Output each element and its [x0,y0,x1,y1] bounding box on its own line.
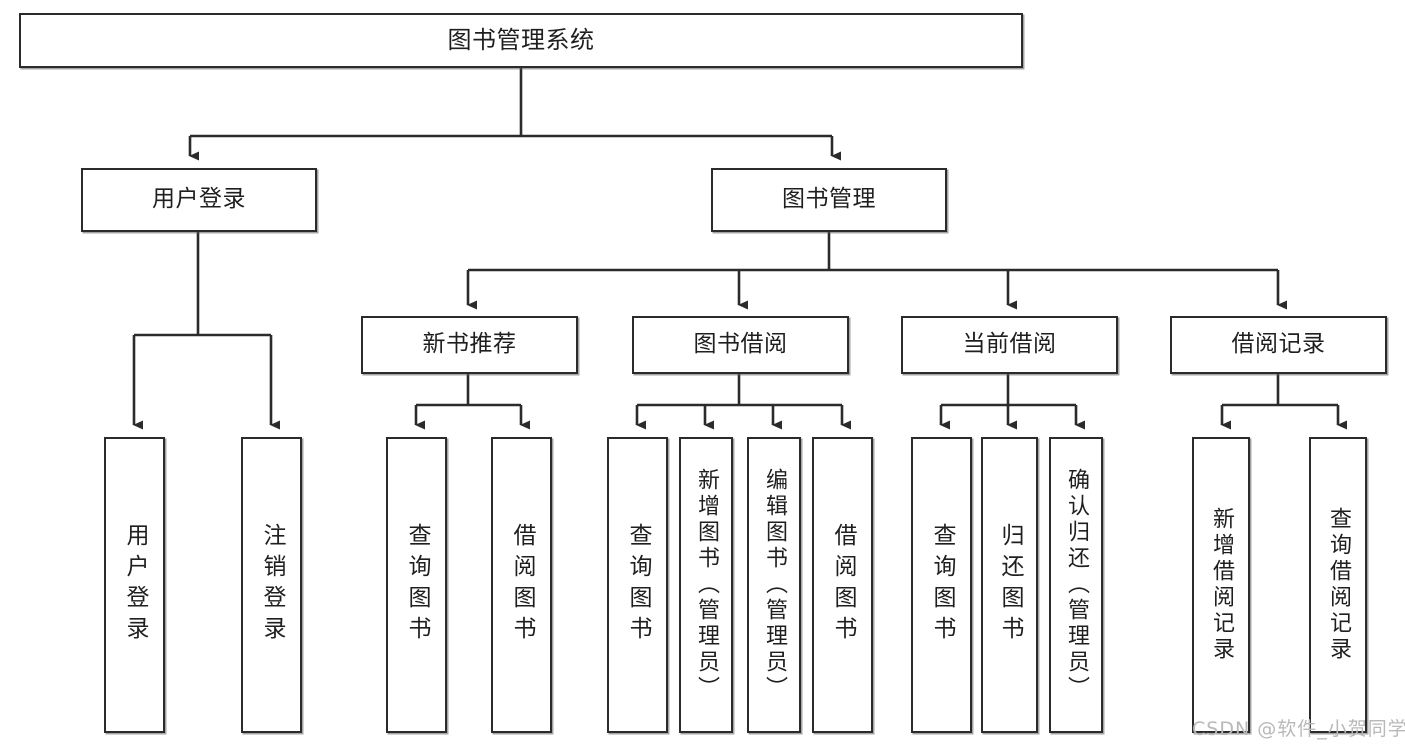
node-user-login[interactable]: 用户登录 [81,168,317,232]
node-leaf-add-book[interactable]: 新增图书（管理员） [679,437,733,733]
node-book-borrow[interactable]: 图书借阅 [632,316,849,374]
node-label: 借阅记录 [1231,331,1326,358]
node-leaf-user-login[interactable]: 用户登录 [104,437,165,733]
node-label: 查询图书 [404,523,430,647]
node-label: 用户登录 [122,523,148,647]
node-label: 查询图书 [625,523,651,647]
node-book-management[interactable]: 图书管理 [711,168,947,232]
node-label: 归还图书 [997,523,1023,647]
node-leaf-return-book[interactable]: 归还图书 [981,437,1038,733]
node-label: 查询借阅记录 [1326,507,1351,663]
node-label: 图书管理系统 [447,26,595,55]
node-new-book-recommend[interactable]: 新书推荐 [361,316,578,374]
node-label: 查询图书 [929,523,955,647]
node-leaf-edit-book[interactable]: 编辑图书（管理员） [747,437,801,733]
node-leaf-query-book-1[interactable]: 查询图书 [386,437,447,733]
node-label: 图书管理 [782,186,876,213]
node-leaf-logout-login[interactable]: 注销登录 [241,437,302,733]
node-label: 当前借阅 [962,331,1057,358]
node-label: 确认归还（管理员） [1064,468,1089,702]
node-label: 新增图书（管理员） [694,468,719,702]
node-leaf-confirm-return[interactable]: 确认归还（管理员） [1049,437,1103,733]
node-label: 借阅图书 [830,523,856,647]
node-leaf-query-book-3[interactable]: 查询图书 [911,437,972,733]
node-borrow-record[interactable]: 借阅记录 [1170,316,1387,374]
node-leaf-query-record[interactable]: 查询借阅记录 [1309,437,1367,733]
node-label: 新书推荐 [422,331,517,358]
node-label: 编辑图书（管理员） [762,468,787,702]
node-root-book-management-system[interactable]: 图书管理系统 [19,13,1023,68]
node-label: 借阅图书 [509,523,535,647]
node-label: 用户登录 [152,186,246,213]
node-label: 图书借阅 [693,331,788,358]
node-leaf-add-record[interactable]: 新增借阅记录 [1192,437,1250,733]
node-label: 注销登录 [259,523,285,647]
node-leaf-borrow-book-2[interactable]: 借阅图书 [812,437,873,733]
csdn-watermark: CSDN @软件_小贺同学 [1192,718,1405,740]
node-leaf-borrow-book-1[interactable]: 借阅图书 [491,437,552,733]
node-label: 新增借阅记录 [1209,507,1234,663]
node-leaf-query-book-2[interactable]: 查询图书 [607,437,668,733]
node-current-borrow[interactable]: 当前借阅 [901,316,1118,374]
